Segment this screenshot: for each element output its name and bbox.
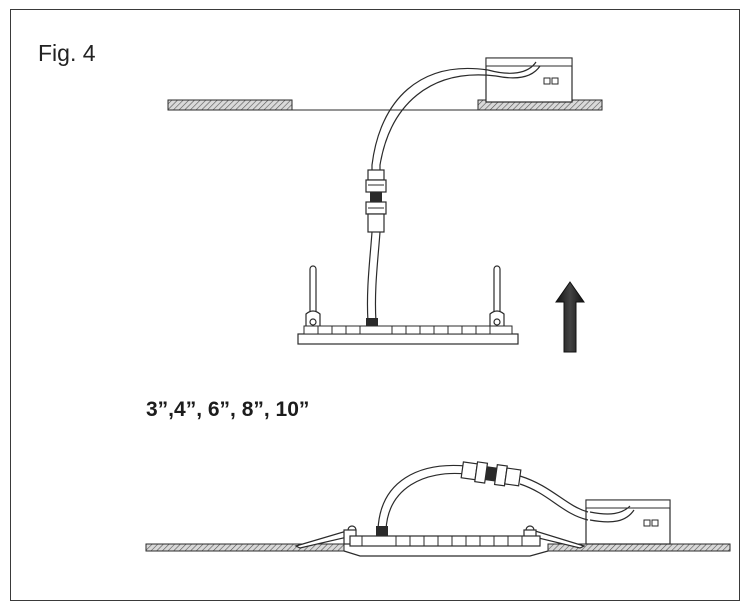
- junction-box-top: [485, 57, 573, 103]
- cable-bottom: [377, 464, 635, 531]
- up-arrow-icon: [555, 281, 585, 353]
- light-fixture-top: [297, 325, 519, 345]
- cable-top: [366, 61, 541, 323]
- connector-top: [365, 169, 387, 326]
- connector-bottom: [376, 461, 522, 536]
- light-fixture-bottom: [343, 535, 549, 557]
- junction-box-bottom: [585, 499, 671, 545]
- ceiling-bottom: [145, 543, 731, 552]
- sizes-caption: 3”,4”, 6”, 8”, 10”: [146, 398, 310, 421]
- spring-clip-left-top: [305, 265, 321, 331]
- spring-clip-right-top: [489, 265, 505, 331]
- figure-frame: [10, 9, 740, 601]
- figure-label: Fig. 4: [38, 40, 96, 66]
